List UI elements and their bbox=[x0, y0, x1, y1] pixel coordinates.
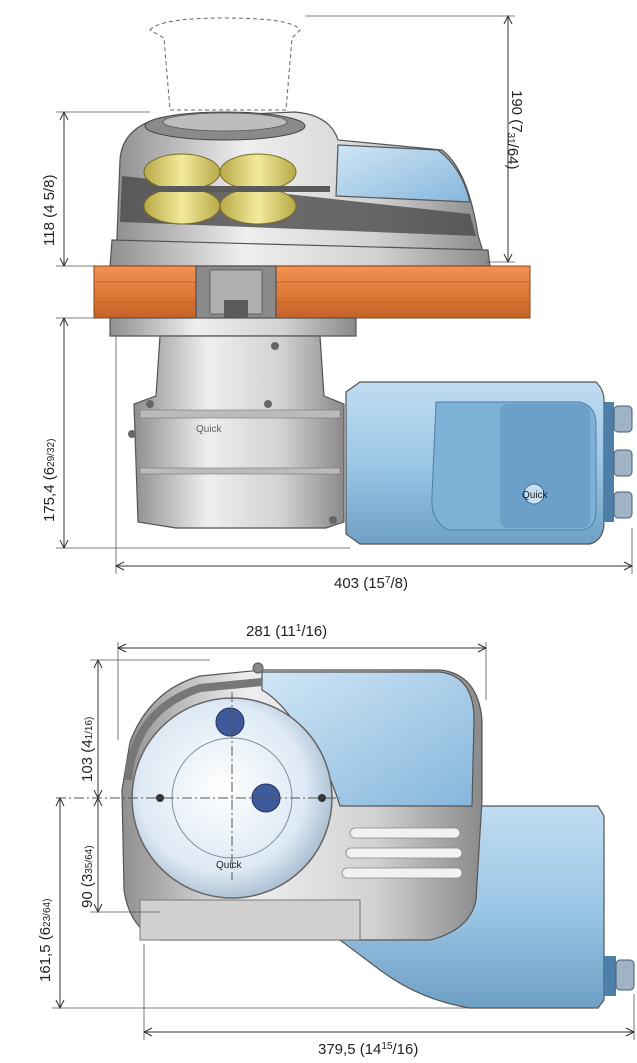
dim-width-281: 281 (111/16) bbox=[246, 623, 327, 640]
upper-cover bbox=[335, 144, 471, 203]
dim-length-403: 403 (157/8) bbox=[334, 575, 408, 592]
side-view: Quick Quick 190 (731/64) 118 (4 5/8) bbox=[41, 14, 634, 592]
dim-depth-161: 161,5 (623/64) bbox=[37, 899, 54, 982]
svg-text:Quick: Quick bbox=[216, 860, 243, 871]
top-base bbox=[139, 899, 361, 941]
chain-guard bbox=[124, 678, 263, 781]
deck-plank bbox=[93, 265, 531, 319]
dim-height-175: 175,4 (629/32) bbox=[41, 439, 58, 522]
bolt-knob-icon bbox=[215, 707, 281, 813]
top-view: Quick 281 (111/16) 103 (41/16) 90 (335/6… bbox=[37, 623, 636, 1058]
terminals bbox=[604, 402, 633, 522]
dim-rear-90: 90 (335/64) bbox=[79, 845, 96, 908]
gearbox bbox=[133, 335, 345, 529]
gypsy bbox=[140, 153, 330, 225]
svg-text:Quick: Quick bbox=[196, 424, 223, 435]
cap-phantom-outline bbox=[149, 17, 301, 111]
dim-front-103: 103 (41/16) bbox=[79, 717, 96, 782]
svg-text:Quick: Quick bbox=[522, 490, 549, 501]
housing-ribs bbox=[341, 827, 463, 879]
quick-logo bbox=[523, 483, 545, 505]
dim-height-118: 118 (4 5/8) bbox=[41, 175, 58, 246]
dim-height-190: 190 (731/64) bbox=[504, 90, 525, 170]
lower-flange bbox=[109, 317, 357, 337]
dim-length-379: 379,5 (1415/16) bbox=[318, 1041, 418, 1058]
